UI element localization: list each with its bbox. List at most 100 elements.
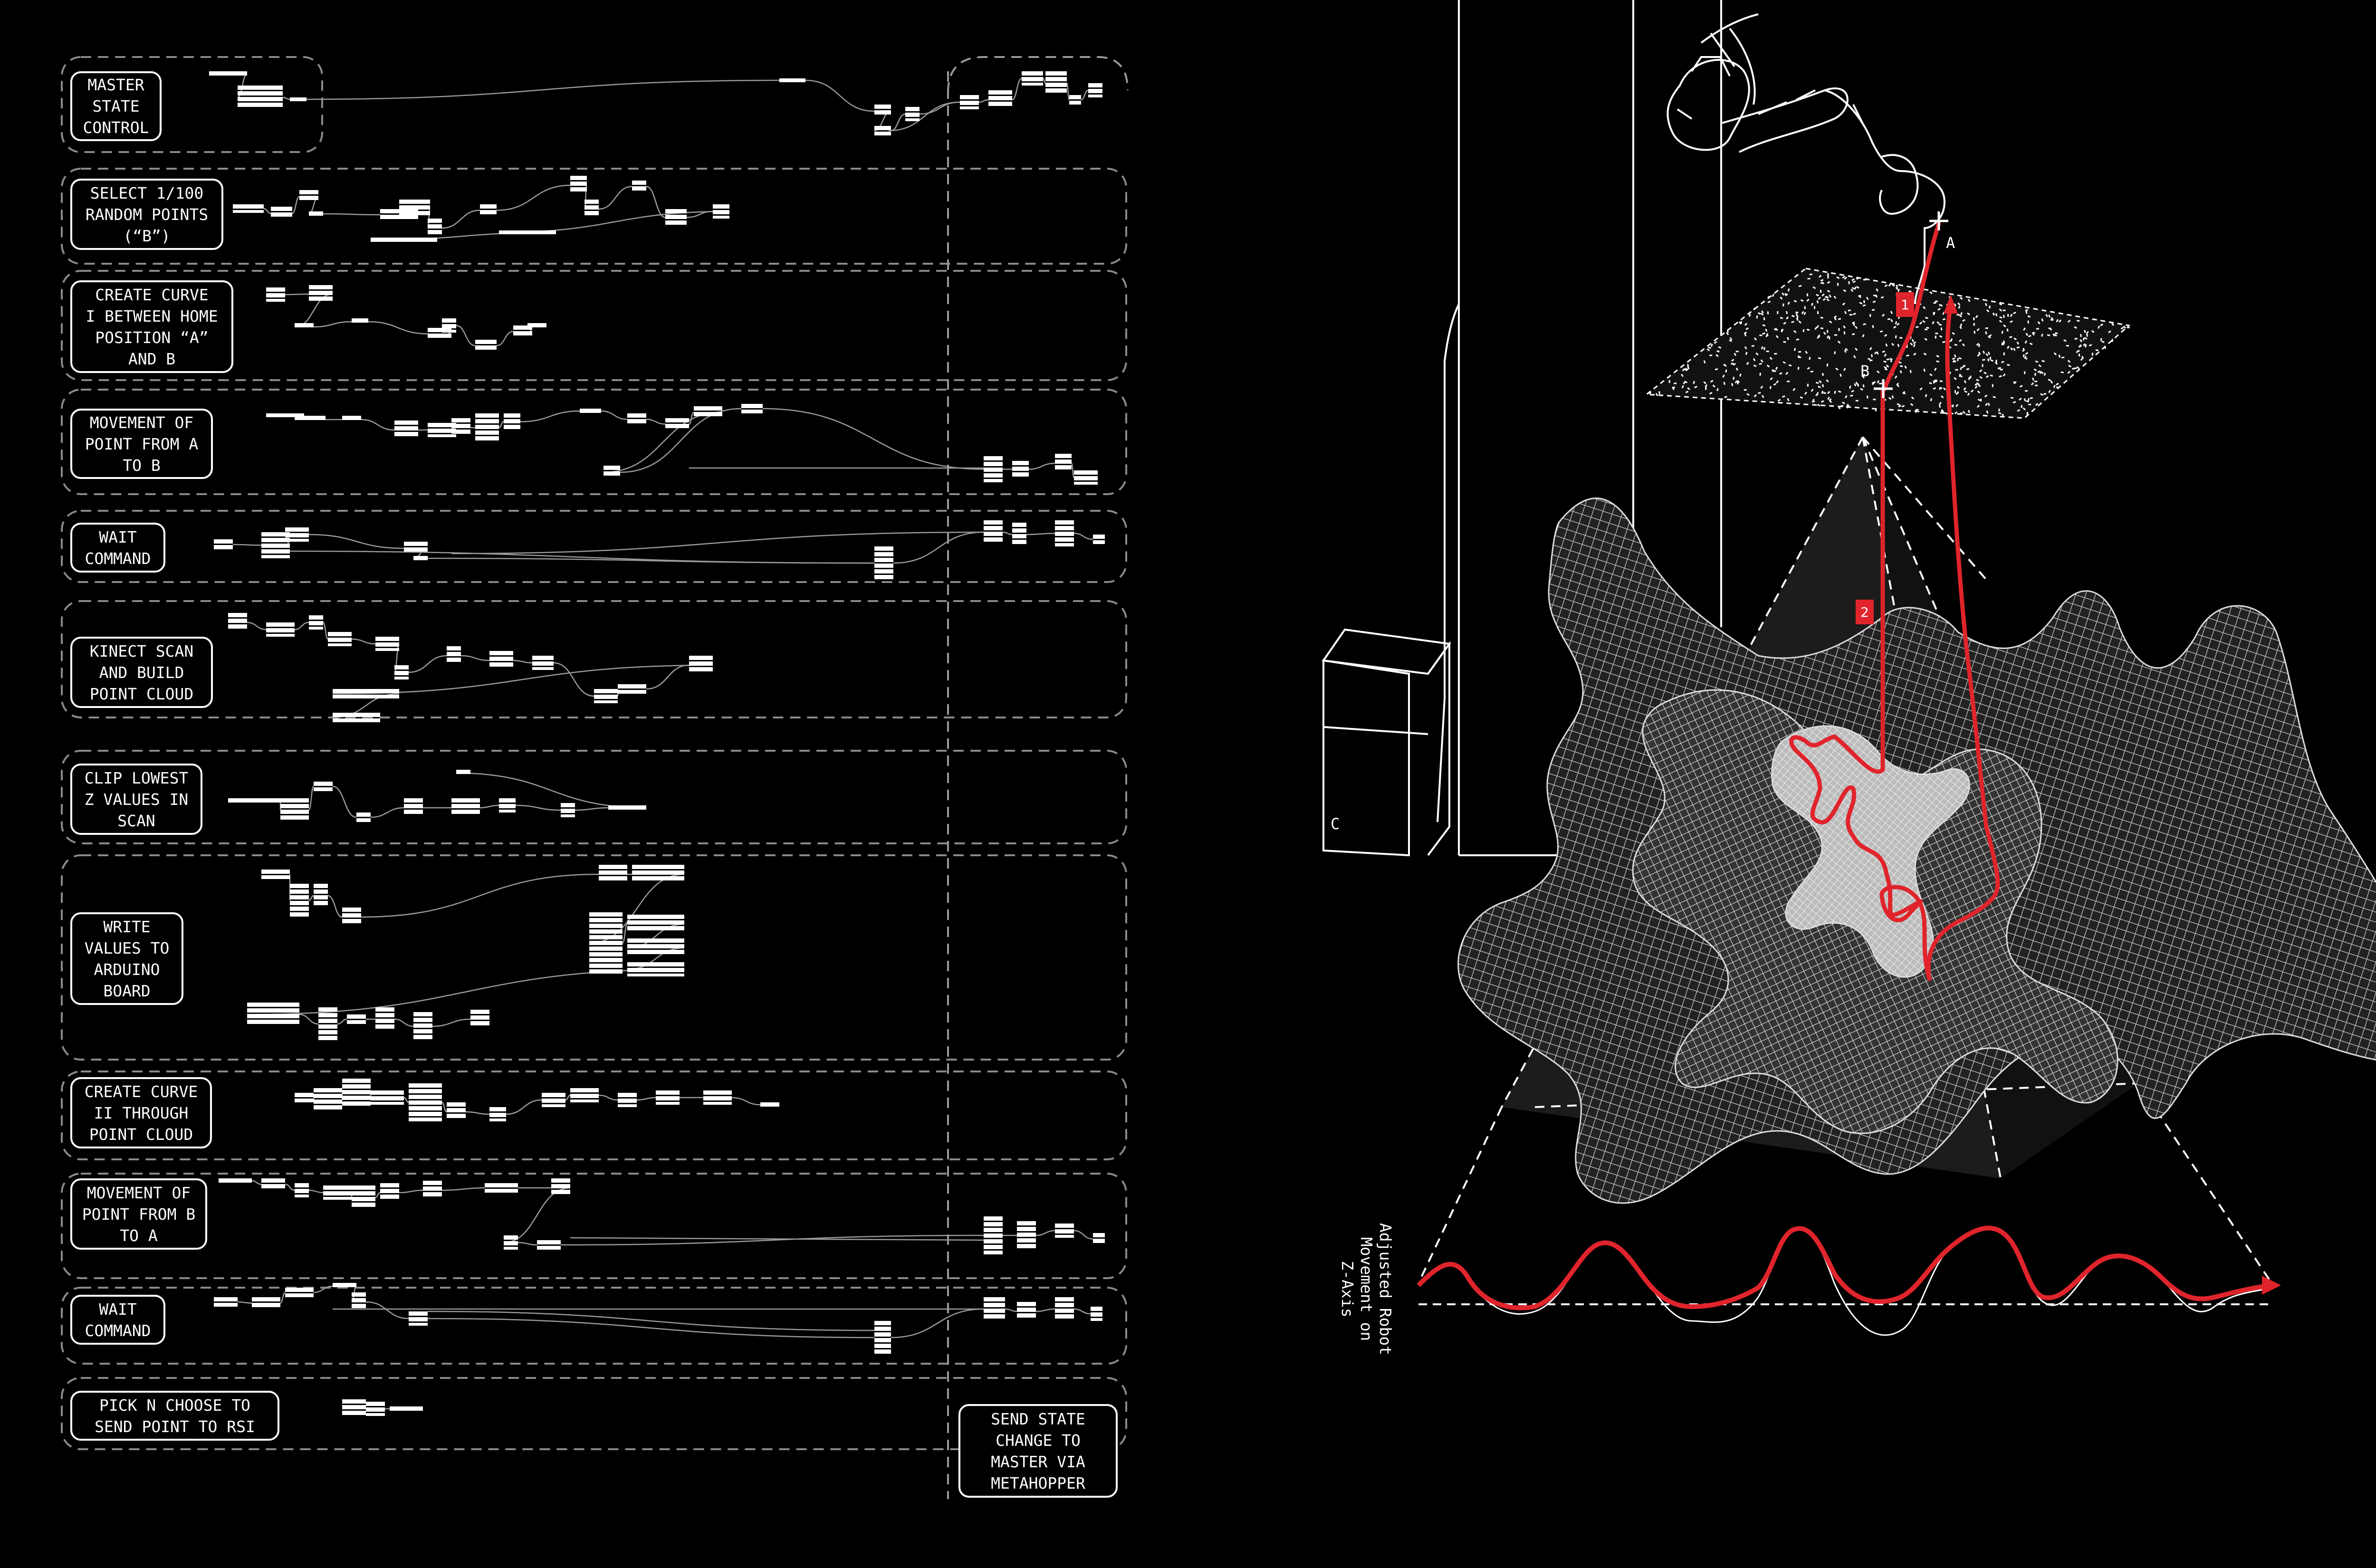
cloud-point [1901,405,1905,408]
cloud-point [1925,394,1927,398]
component-block [589,958,623,962]
wire [332,785,357,818]
component-block [984,1303,1005,1307]
cloud-point [1802,329,1805,333]
component-block [485,1189,518,1193]
component-block [703,1090,732,1095]
cloud-point [1826,298,1830,302]
component-block [741,410,763,413]
cloud-point [2002,373,2006,377]
cloud-point [1798,355,1801,359]
cloud-point [1975,315,1978,318]
component-block [779,78,805,82]
component-block [584,211,599,215]
component-block [333,718,380,722]
cloud-point [1782,292,1785,296]
cloud-point [2101,340,2105,343]
cloud-point [1853,355,1856,359]
component-block [470,1015,489,1020]
cloud-point [2002,413,2004,417]
step-2-badge: 2 [1856,600,1874,624]
cloud-point [1770,377,1773,381]
cloud-point [2068,364,2072,368]
cloud-point [1694,386,1697,389]
cloud-point [1904,365,1907,369]
component-block [266,413,304,417]
component-block [984,520,1003,525]
cloud-point [1933,387,1936,390]
component-block [428,219,442,223]
cloud-point [1889,358,1893,361]
component-block [342,1101,371,1106]
cloud-point [2013,312,2016,315]
component-block [451,418,470,422]
cloud-point [1880,296,1884,299]
component-block [375,648,399,651]
row-frame-2 [61,168,1127,265]
component-block [1055,1224,1074,1228]
component-block [489,1113,506,1117]
component-block [323,1191,352,1195]
component-block [475,430,499,435]
cloud-point [1681,385,1684,389]
cloud-point [1906,354,1909,357]
cloud-point [1709,392,1713,395]
cloud-point [1893,325,1897,329]
cloud-point [2120,326,2124,330]
component-block [532,667,554,670]
point-cloud-plane [1645,268,2131,419]
cloud-point [2010,347,2013,351]
cloud-point [1775,366,1778,370]
component-block [1055,459,1072,464]
cloud-point [1829,294,1832,298]
cloud-point [1726,332,1729,335]
wire [299,1013,319,1025]
cloud-point [1777,399,1781,402]
cloud-point [1703,381,1706,384]
component-block [447,646,461,650]
cloud-point [2022,354,2025,357]
cloud-point [2022,407,2026,411]
cloud-point [1820,316,1823,319]
component-block [295,1099,314,1102]
cloud-point [1684,381,1688,383]
component-block [874,110,891,115]
cloud-point [2041,318,2044,322]
component-block [589,964,623,968]
cloud-point [1658,391,1661,394]
cloud-point [1939,304,1943,307]
component-block [266,287,285,292]
cloud-point [1800,396,1803,399]
cloud-point [2041,371,2044,374]
cloud-point [1851,287,1855,290]
wire [327,895,343,918]
component-block [874,1327,891,1331]
row-frame-5 [61,510,1127,583]
cloud-point [1744,389,1747,391]
cloud-point [1827,273,1829,277]
cloud-point [1935,335,1936,339]
cloud-point [1942,410,1945,413]
cloud-point [1792,315,1795,317]
cloud-point [1982,364,1983,367]
cloud-point [2012,401,2016,403]
cloud-point [1879,382,1882,385]
wire [513,660,533,664]
cloud-point [1817,335,1820,339]
cloud-point [1787,301,1790,305]
cloud-point [1999,320,2002,323]
controller-cabinet [1322,628,1451,857]
cloud-point [1724,363,1727,367]
component-block [1088,83,1102,87]
component-block [489,651,513,655]
component-block [874,1349,891,1354]
component-block [238,97,283,101]
cloud-point [1818,296,1821,300]
cloud-point [1807,367,1811,370]
component-block [480,204,497,209]
cloud-point [1687,366,1690,370]
cloud-point [1985,375,1989,378]
cloud-point [1890,311,1893,314]
component-block [314,895,328,899]
cloud-point [1916,409,1919,411]
